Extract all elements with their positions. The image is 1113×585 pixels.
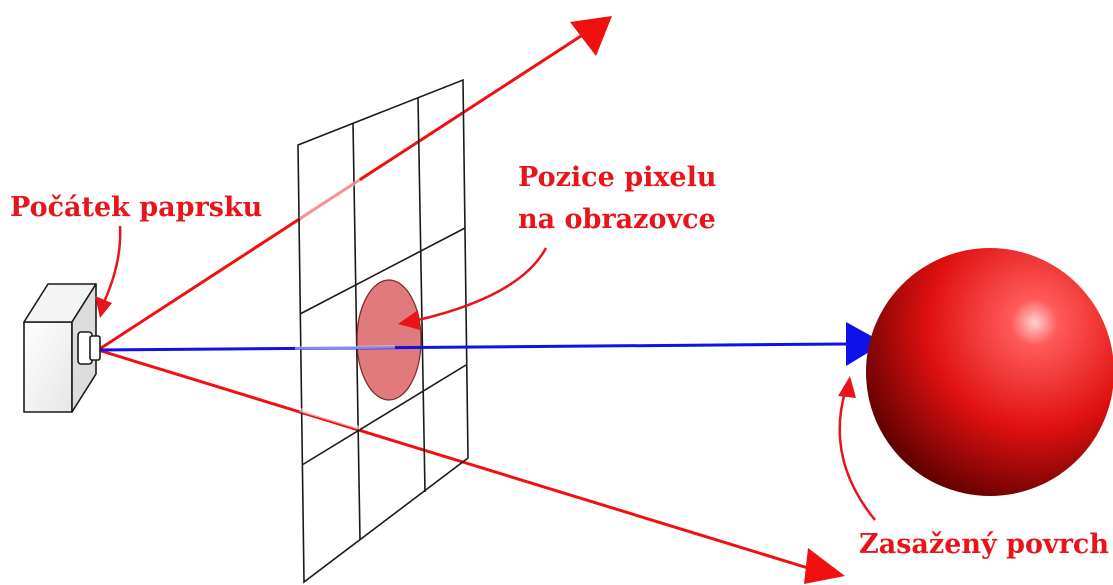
grid-row-2	[301, 364, 467, 466]
hit-surface-pointer	[838, 376, 876, 521]
blue-ray	[97, 322, 884, 366]
screen-grid	[297, 78, 469, 584]
camera-icon	[23, 283, 101, 413]
grid-col-2	[417, 97, 426, 493]
lower-red-ray	[97, 348, 845, 584]
screen-frame	[297, 78, 469, 584]
upper-ray-arrowhead	[570, 16, 612, 56]
lower-ray-arrowhead	[804, 548, 845, 584]
ray-origin-pointer	[95, 225, 122, 318]
hit-surface-label: Zasažený povrch	[859, 529, 1109, 560]
ray-origin-label: Počátek paprsku	[10, 192, 262, 223]
pixel-position-label-line1: Pozice pixelu	[518, 162, 717, 193]
pixel-position-label-line2: na obrazovce	[518, 204, 716, 235]
pixel-highlight	[356, 279, 422, 401]
sphere-icon	[866, 248, 1113, 496]
grid-row-1	[299, 227, 466, 315]
pixel-position-pointer	[398, 247, 548, 330]
blue-ray-arrowhead	[846, 322, 884, 366]
grid-col-1	[352, 122, 361, 541]
